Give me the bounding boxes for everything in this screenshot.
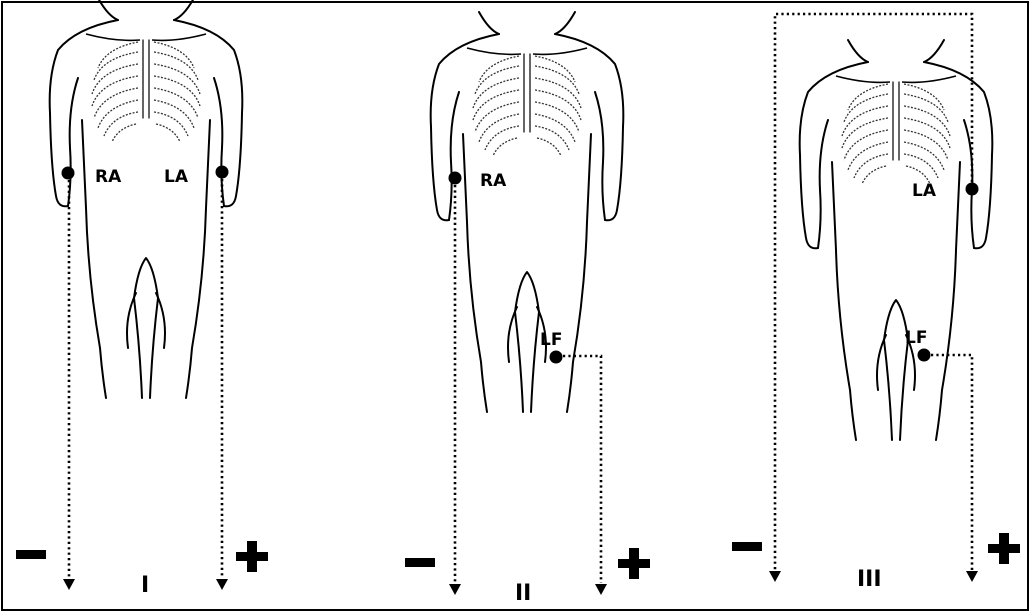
lead-I-neg-label: RA bbox=[95, 167, 122, 187]
lead-III-roman-label: III bbox=[857, 567, 882, 592]
lead-I-neg-arrow bbox=[63, 579, 75, 590]
lead-I-roman-label: I bbox=[141, 573, 149, 598]
lead-II-pos-arrow bbox=[595, 584, 607, 595]
lead-I-minus-sign bbox=[16, 550, 46, 559]
lead-I-pos-label: LA bbox=[164, 167, 189, 187]
lead-III-neg-arrow bbox=[769, 571, 781, 582]
lead-III-lf-electrode bbox=[918, 349, 931, 362]
lead-III-minus-sign bbox=[732, 542, 762, 551]
lead-II-plus-sign bbox=[618, 548, 650, 579]
lead-I-plus-sign bbox=[236, 541, 268, 572]
lead-I-panel: RA LA I bbox=[16, 0, 268, 598]
lead-III-pos-wire bbox=[931, 355, 972, 570]
lead-III-pos-label: LF bbox=[905, 328, 927, 348]
lead-III-pos-arrow bbox=[966, 571, 978, 582]
lead-III-neg-label: LA bbox=[912, 181, 937, 201]
lead-II-lf-electrode bbox=[550, 351, 563, 364]
lead-II-neg-label: RA bbox=[480, 171, 507, 191]
lead-II-panel: RA LF II bbox=[405, 12, 650, 606]
lead-II-ra-electrode bbox=[449, 172, 462, 185]
lead-I-pos-arrow bbox=[216, 579, 228, 590]
lead-II-neg-arrow bbox=[449, 584, 461, 595]
lead-I-ra-electrode bbox=[62, 167, 75, 180]
lead-III-panel: LA LF III bbox=[732, 14, 1020, 592]
lead-I-la-electrode bbox=[216, 166, 229, 179]
lead-III-la-electrode bbox=[966, 183, 979, 196]
lead-II-pos-label: LF bbox=[540, 330, 562, 350]
lead-II-pos-wire bbox=[563, 356, 601, 583]
lead-I-body-figure bbox=[50, 0, 243, 398]
lead-II-roman-label: II bbox=[515, 581, 531, 606]
lead-III-plus-sign bbox=[988, 533, 1020, 564]
lead-II-body-figure bbox=[431, 12, 624, 412]
lead-II-minus-sign bbox=[405, 558, 435, 567]
lead-III-body-figure bbox=[800, 40, 993, 440]
